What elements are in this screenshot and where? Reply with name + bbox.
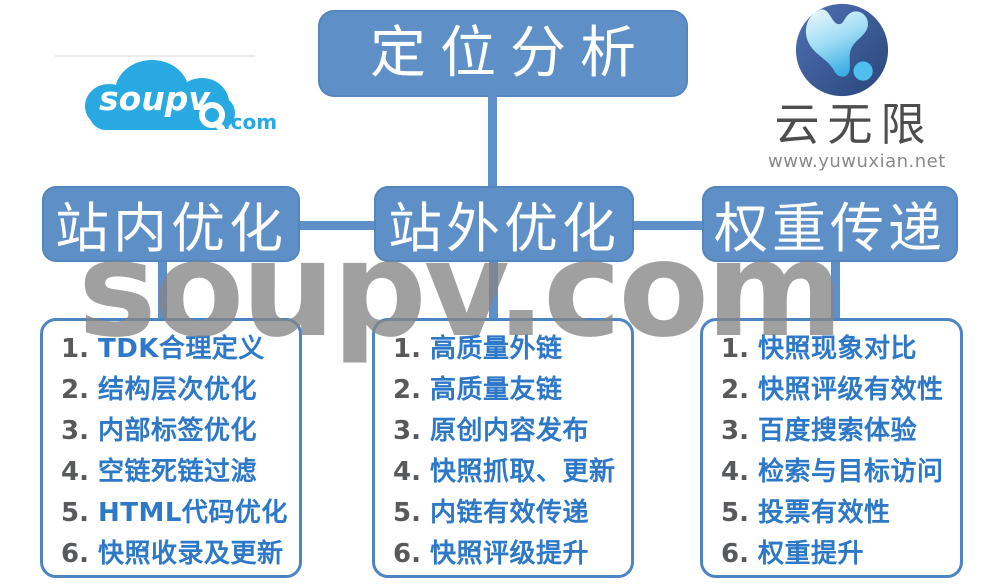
item-number: 5. bbox=[393, 498, 421, 528]
list-box-weight: 1. 快照现象对比 2. 快照评级有效性 3. 百度搜索体验 4. 检索与目标访… bbox=[700, 318, 963, 578]
item-text: 结构层次优化 bbox=[97, 375, 257, 405]
list-item: 2. 快照评级有效性 bbox=[721, 370, 960, 411]
list-item: 1. TDK合理定义 bbox=[61, 329, 299, 370]
list-item: 1. 快照现象对比 bbox=[721, 329, 960, 370]
list-item: 5. 投票有效性 bbox=[721, 493, 960, 534]
item-text: 百度搜索体验 bbox=[757, 416, 917, 446]
item-number: 4. bbox=[393, 457, 421, 487]
magnifier-icon bbox=[199, 102, 229, 136]
connector-horizontal-right bbox=[630, 221, 704, 230]
item-text: 快照抓取、更新 bbox=[429, 457, 616, 487]
soupv-logo-tld: .com bbox=[223, 110, 278, 134]
item-number: 4. bbox=[721, 457, 749, 487]
node-offsite-optimization: 站外优化 bbox=[374, 186, 634, 262]
item-number: 1. bbox=[393, 334, 421, 364]
item-number: 5. bbox=[721, 498, 749, 528]
item-number: 6. bbox=[61, 539, 89, 569]
item-text: 内部标签优化 bbox=[97, 416, 257, 446]
item-number: 5. bbox=[61, 498, 89, 528]
item-text: 快照评级有效性 bbox=[757, 375, 944, 405]
item-number: 2. bbox=[721, 375, 749, 405]
node-onsite-optimization: 站内优化 bbox=[42, 186, 300, 262]
item-text: HTML代码优化 bbox=[97, 498, 288, 528]
connector-branch-b bbox=[489, 260, 498, 322]
item-number: 2. bbox=[393, 375, 421, 405]
list-item: 3. 百度搜索体验 bbox=[721, 411, 960, 452]
connector-branch-c bbox=[831, 260, 840, 322]
node-label: 权重传递 bbox=[714, 197, 946, 260]
item-text: TDK合理定义 bbox=[97, 334, 265, 364]
node-label: 站内优化 bbox=[55, 197, 287, 260]
list-item: 2. 结构层次优化 bbox=[61, 370, 299, 411]
node-label: 站外优化 bbox=[388, 197, 620, 260]
item-number: 1. bbox=[721, 334, 749, 364]
soupv-logo-wordmark: soupv bbox=[99, 79, 210, 118]
list-item: 6. 快照收录及更新 bbox=[61, 534, 299, 575]
item-text: 内链有效传递 bbox=[429, 498, 589, 528]
yunwuxian-logo-name: 云无限 bbox=[774, 98, 934, 151]
list-item: 3. 原创内容发布 bbox=[393, 411, 631, 452]
soupv-logo: soupv .com bbox=[55, 52, 277, 140]
list-box-offsite: 1. 高质量外链 2. 高质量友链 3. 原创内容发布 4. 快照抓取、更新 5… bbox=[372, 318, 634, 578]
connector-branch-a bbox=[158, 260, 167, 322]
item-number: 1. bbox=[61, 334, 89, 364]
item-text: 快照评级提升 bbox=[429, 539, 589, 569]
divider-line bbox=[55, 55, 255, 57]
item-text: 检索与目标访问 bbox=[757, 457, 944, 487]
list-item: 4. 快照抓取、更新 bbox=[393, 452, 631, 493]
list-item: 4. 空链死链过滤 bbox=[61, 452, 299, 493]
item-text: 权重提升 bbox=[757, 539, 864, 569]
node-root: 定位分析 bbox=[318, 10, 688, 97]
list-item: 3. 内部标签优化 bbox=[61, 411, 299, 452]
list-box-onsite: 1. TDK合理定义 2. 结构层次优化 3. 内部标签优化 4. 空链死链过滤… bbox=[40, 318, 302, 578]
list-item: 5. HTML代码优化 bbox=[61, 493, 299, 534]
item-text: 快照现象对比 bbox=[757, 334, 917, 364]
yunwuxian-logo: 云无限 www.yuwuxian.net bbox=[768, 0, 946, 176]
list-item: 5. 内链有效传递 bbox=[393, 493, 631, 534]
list-item: 4. 检索与目标访问 bbox=[721, 452, 960, 493]
node-weight-transfer: 权重传递 bbox=[702, 186, 958, 262]
item-number: 6. bbox=[721, 539, 749, 569]
item-number: 2. bbox=[61, 375, 89, 405]
item-number: 3. bbox=[721, 416, 749, 446]
connector-horizontal-left bbox=[298, 221, 376, 230]
item-number: 4. bbox=[61, 457, 89, 487]
item-text: 空链死链过滤 bbox=[97, 457, 257, 487]
item-number: 3. bbox=[61, 416, 89, 446]
node-root-label: 定位分析 bbox=[370, 21, 650, 86]
item-text: 高质量友链 bbox=[429, 375, 563, 405]
item-text: 快照收录及更新 bbox=[97, 539, 284, 569]
yunwuxian-logo-url: www.yuwuxian.net bbox=[768, 151, 946, 172]
item-number: 6. bbox=[393, 539, 421, 569]
yunwuxian-globe-icon bbox=[795, 3, 889, 97]
list-item: 6. 快照评级提升 bbox=[393, 534, 631, 575]
item-text: 原创内容发布 bbox=[429, 416, 589, 446]
list-item: 6. 权重提升 bbox=[721, 534, 960, 575]
item-text: 高质量外链 bbox=[429, 334, 563, 364]
connector-root-vertical bbox=[488, 95, 497, 188]
list-item: 2. 高质量友链 bbox=[393, 370, 631, 411]
item-text: 投票有效性 bbox=[757, 498, 891, 528]
list-item: 1. 高质量外链 bbox=[393, 329, 631, 370]
item-number: 3. bbox=[393, 416, 421, 446]
